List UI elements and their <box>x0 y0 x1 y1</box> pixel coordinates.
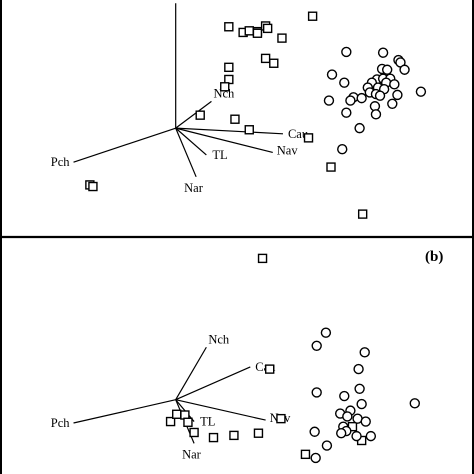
panel-a-circle-point <box>337 144 348 155</box>
panel-b-square-point <box>189 427 199 438</box>
panel-a-circle-point <box>341 107 352 118</box>
panel-b-square-point <box>264 364 275 374</box>
panel-a-vector-label-cau: Cau <box>288 127 309 141</box>
panel-b-square-point <box>165 416 176 427</box>
panel-a-square-point <box>224 22 234 32</box>
panel-b-square-point <box>257 253 268 264</box>
panel-b-square-point <box>300 449 311 460</box>
panel-a-square-point <box>224 62 234 73</box>
panel-b-circle-point <box>356 398 367 410</box>
panel-b-vector-pch <box>73 399 176 424</box>
panel-b-circle-point <box>309 426 320 437</box>
panel-a-vector-label-nch: Nch <box>213 86 235 100</box>
panel-a-circle-point <box>370 109 382 120</box>
panel-a-square-point <box>326 162 336 172</box>
panel-b-circle-point <box>353 363 364 375</box>
panel-a-circle-point <box>354 122 365 134</box>
panel-b-square-point <box>253 428 264 438</box>
panel-b-circle-point <box>321 440 333 451</box>
panel-a-circle-point <box>399 64 410 75</box>
panel-a-circle-point <box>326 69 338 80</box>
panel-a-square-point <box>303 133 314 143</box>
panel-a-vector-pch <box>73 127 176 163</box>
panel-a-vector-nar <box>175 127 197 178</box>
panel-b-circle-point <box>342 411 353 422</box>
panel-a-square-point <box>357 209 368 219</box>
panel-a-square-point <box>220 82 230 92</box>
panel-b-circle-point <box>310 452 321 464</box>
panel-a-vector-nch <box>175 100 212 129</box>
panel-a-square-point <box>277 33 287 43</box>
panel-b-label: (b) <box>425 249 443 265</box>
panel-b-square-point <box>208 432 219 443</box>
panel-b-circle-point <box>339 390 350 402</box>
panel-b-points <box>165 253 420 464</box>
panel-a-circle-point <box>381 64 393 75</box>
panel-a-square-point <box>252 28 263 38</box>
panel-b-circle-point <box>320 327 332 338</box>
panel-b-vector-nch <box>175 346 207 401</box>
panel-a-circle-point <box>387 98 398 110</box>
panel-b-square-point <box>229 430 239 441</box>
panel-b-vector-label-nch: Nch <box>208 332 230 346</box>
panel-a-circle-point <box>356 92 367 104</box>
panel-b-circle-point <box>354 383 365 394</box>
panel-b-vector-cau <box>175 366 251 401</box>
panel-b-circle-point <box>365 430 377 442</box>
panel-a-circle-point <box>323 95 335 106</box>
panel-a-square-point <box>260 53 271 64</box>
panel-a-circle-point <box>339 77 350 88</box>
panel-a-square-point <box>88 181 98 192</box>
panel-b-circle-point <box>311 340 322 352</box>
panel-a-vector-label-nar: Nar <box>184 181 204 195</box>
panel-a-vector-label-pch: Pch <box>51 155 71 169</box>
panel-a-square-point <box>269 58 279 68</box>
panel-b-square-point <box>183 417 193 427</box>
panel-b-circle-point <box>360 416 371 427</box>
panel-a-vector-nav <box>175 127 273 154</box>
panel-a-circle-point <box>374 90 386 101</box>
panel-a-vector-label-tl: TL <box>212 148 227 162</box>
panel-b-vector-label-pch: Pch <box>51 416 71 430</box>
panel-a-circle-point <box>389 79 400 90</box>
panel-b-circle-point <box>409 398 420 409</box>
panel-a-vector-label-nav: Nav <box>277 143 299 157</box>
panel-a-square-point <box>244 125 254 135</box>
panel-a-circle-point <box>377 47 389 58</box>
panel-b-vector-label-tl: TL <box>200 415 215 429</box>
panel-b-square-point <box>276 413 286 424</box>
panel-b-square-point <box>172 409 182 419</box>
panel-a-square-point <box>244 26 254 36</box>
panel-b-circle-point <box>351 430 362 442</box>
panel-a-square-point <box>230 114 240 124</box>
panel-a-circle-point <box>345 95 356 106</box>
panel-a-circle-point <box>341 46 352 58</box>
panel-b-circle-point <box>311 387 322 398</box>
panel-a-circle-point <box>415 86 427 97</box>
panel-b-circle-point <box>336 428 347 439</box>
panel-b-circle-point <box>359 347 370 358</box>
panel-b-vector-nav <box>175 399 266 421</box>
panel-b-vector-label-nar: Nar <box>182 447 202 461</box>
panel-a-points <box>85 11 427 219</box>
panel-a-circle-point <box>392 89 403 101</box>
panel-a-square-point <box>307 11 318 21</box>
panel-a-vector-tl <box>175 127 207 156</box>
panel-a-vector-cau <box>175 127 284 135</box>
panel-a-square-point <box>262 23 273 34</box>
panel-a-square-point <box>195 110 205 120</box>
